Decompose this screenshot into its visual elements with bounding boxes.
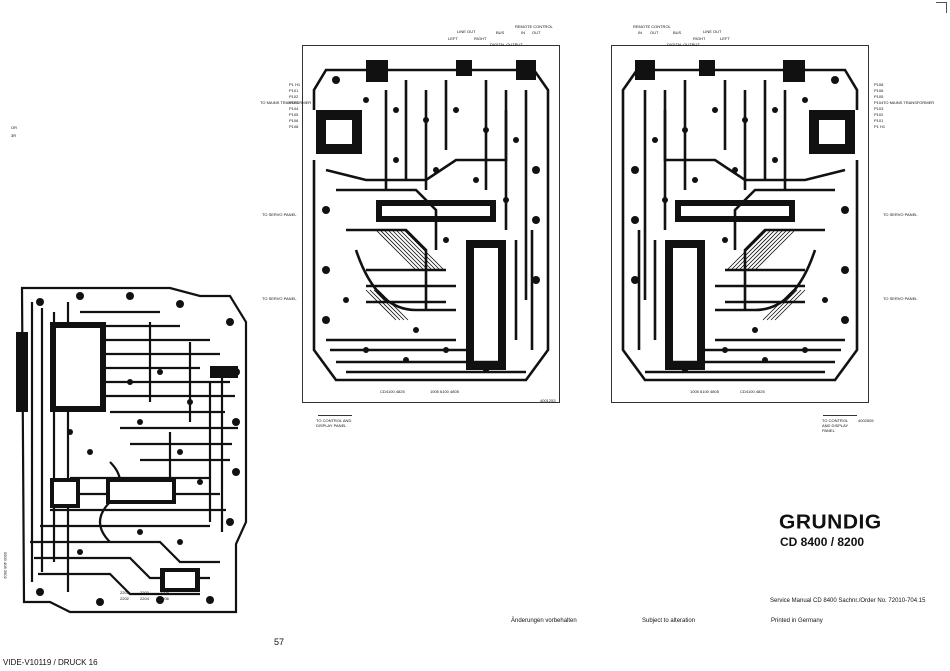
right-bottom-label: TO CONTROL AND DISPLAY PANEL (822, 418, 849, 433)
right-pin-label: P103 (874, 106, 884, 111)
middle-digital-label: DIGITAL OUTPUT (490, 42, 523, 47)
middle-pin-label: P106 (289, 118, 299, 123)
middle-bottom-label: TO CONTROL AND DISPLAY PANEL (316, 418, 352, 428)
middle-left-label: LEFT (448, 36, 458, 41)
print-code: VIDE-V10119 / DRUCK 16 (3, 658, 98, 667)
middle-strip-code: CD4100 4825 (380, 389, 405, 394)
middle-pcb-board (306, 50, 556, 395)
middle-remote-label: REMOTE CONTROL (515, 24, 553, 29)
left-pcb-board: 0500 408 3902 2201 2202 2203 2204 2205 2… (3, 282, 254, 622)
edge-label-or: OR (11, 125, 17, 130)
service-manual-line: Service Manual CD 8400 Sachnr./Order No.… (770, 598, 926, 604)
left-board-vertical-code: 0500 408 3902 (3, 552, 8, 579)
middle-pin-label: P1 H1 (289, 82, 301, 87)
edge-label-r: 3R (11, 133, 17, 138)
left-board-code: 2206 (160, 596, 169, 601)
middle-side-label: TO MAINS TRANSFORMER (260, 100, 312, 105)
right-connector-symbols (823, 408, 857, 416)
model-number: CD 8400 / 8200 (780, 535, 865, 549)
corner-mark (936, 2, 947, 13)
brand-logo: GRUNDIG (779, 511, 882, 534)
middle-bottom-code: 4001253 (540, 398, 556, 403)
right-in-label: IN (638, 30, 642, 35)
right-line-out-label: LINE OUT (703, 29, 722, 34)
left-board-code: 2201 (120, 590, 129, 595)
right-right-label: RIGHT (693, 36, 706, 41)
footer-printed-notice: Printed in Germany (771, 618, 823, 624)
right-side-label: TO SERVO PANEL (883, 296, 918, 301)
page-number: 57 (274, 637, 285, 647)
right-pin-label: P1 H1 (874, 124, 886, 129)
right-bus-label: BUS (673, 30, 682, 35)
right-pin-label: P108 (874, 82, 884, 87)
footer-subject-notice: Subject to alteration (642, 618, 696, 624)
middle-pin-label: P102 (289, 94, 299, 99)
middle-line-out-label: LINE OUT (457, 29, 476, 34)
right-pcb-frame (611, 45, 869, 403)
left-board-code: 2202 (120, 596, 129, 601)
right-strip-code: 1005 6100 4805 (690, 389, 719, 394)
middle-out-label: OUT (532, 30, 541, 35)
middle-pin-label: P104 (289, 106, 299, 111)
right-bottom-code: 4002505 (858, 418, 874, 423)
right-pin-label: P105 (874, 94, 884, 99)
left-board-code: 2203 (140, 590, 149, 595)
left-board-code: 2205 (160, 590, 169, 595)
middle-pin-label: P103 (289, 100, 299, 105)
middle-bus-label: BUS (496, 30, 505, 35)
middle-pin-label: P108 (289, 124, 299, 129)
right-pin-label: P106 (874, 88, 884, 93)
right-pin-label: P104 (874, 100, 884, 105)
right-pin-label: P101 (874, 118, 884, 123)
right-remote-label: REMOTE CONTROL (633, 24, 671, 29)
middle-right-label: RIGHT (474, 36, 487, 41)
right-digital-label: DIGITAL OUTPUT (667, 42, 700, 47)
middle-strip-code: 1005 6100 4805 (430, 389, 459, 394)
right-out-label: OUT (650, 30, 659, 35)
middle-pin-label: P101 (289, 88, 299, 93)
left-board-code: 2204 (140, 596, 149, 601)
right-pin-label: P102 (874, 112, 884, 117)
middle-pin-label: P105 (289, 112, 299, 117)
middle-side-label: TO SERVO PANEL (262, 212, 297, 217)
right-left-label: LEFT (720, 36, 730, 41)
right-side-label: TO MAINS TRANSFORMER (883, 100, 935, 105)
footer-changes-notice: Änderungen vorbehalten (511, 618, 577, 624)
right-side-label: TO SERVO PANEL (883, 212, 918, 217)
right-strip-code: CD4100 4825 (740, 389, 765, 394)
middle-side-label: TO SERVO PANEL (262, 296, 297, 301)
middle-pcb-frame (302, 45, 560, 403)
right-pcb-board (615, 50, 865, 395)
middle-in-label: IN (521, 30, 525, 35)
middle-connector-symbols (318, 408, 352, 416)
